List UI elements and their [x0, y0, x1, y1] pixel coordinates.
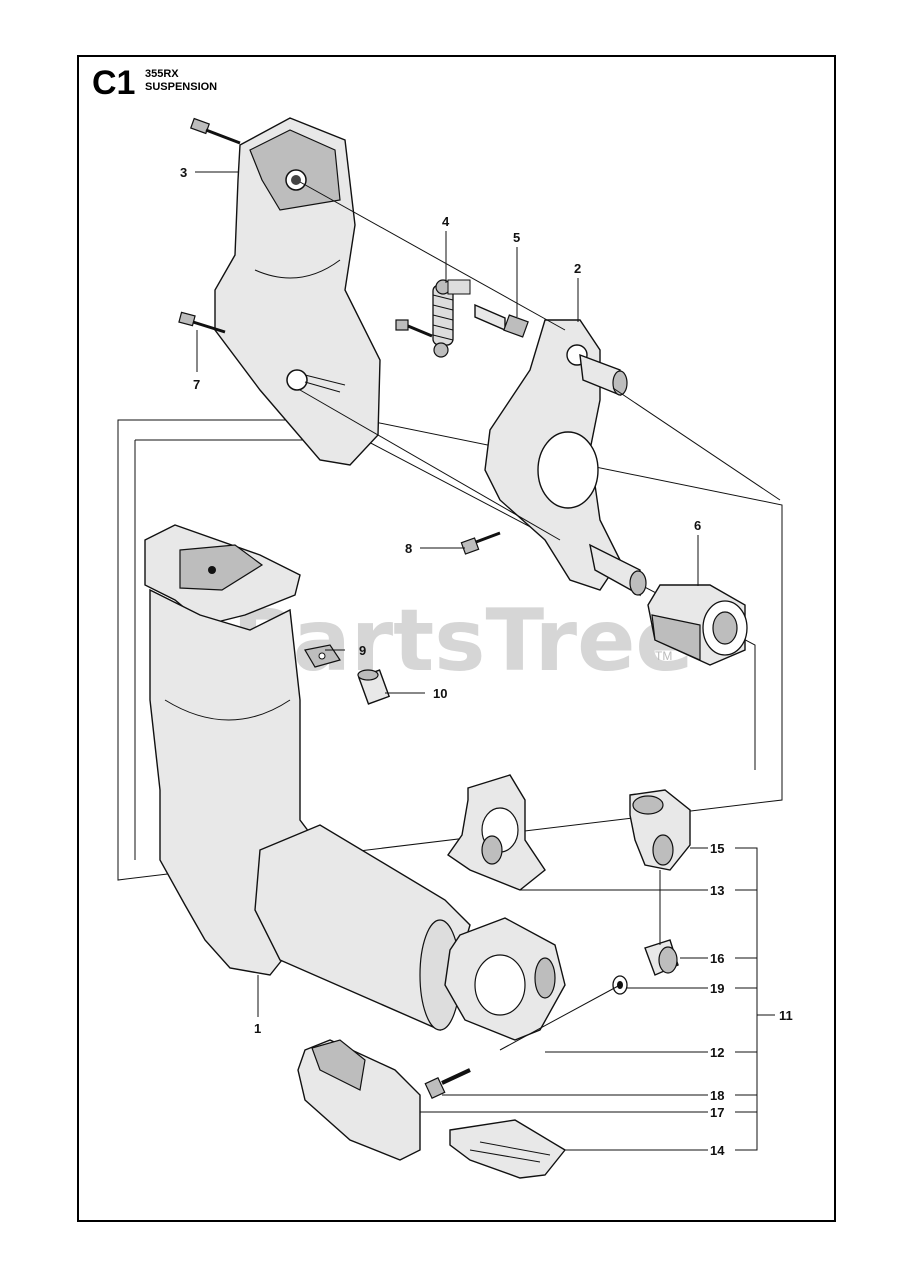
part-6-damper[interactable]: [647, 584, 748, 666]
callout-13: 13: [710, 883, 724, 898]
part-1-handle[interactable]: [144, 524, 471, 1031]
part-bolt-top[interactable]: [190, 117, 241, 145]
model-label: 355RX: [145, 68, 179, 80]
part-12-clamp[interactable]: [444, 917, 566, 1041]
watermark-text: PartsTree: [232, 591, 694, 691]
callout-8: 8: [405, 541, 412, 556]
callout-12: 12: [710, 1045, 724, 1060]
part-15-cap[interactable]: [629, 789, 691, 871]
callout-18: 18: [710, 1088, 724, 1103]
callout-4: 4: [442, 214, 450, 229]
diagram-frame: [77, 55, 836, 1222]
leader-lines: [195, 171, 781, 1151]
part-bolt-spring[interactable]: [395, 319, 433, 338]
part-3-cover[interactable]: [214, 117, 381, 466]
title-label: SUSPENSION: [145, 81, 218, 93]
callout-2: 2: [574, 261, 581, 276]
watermark-tm: TM: [655, 649, 672, 663]
part-10-spacer[interactable]: [357, 669, 391, 705]
callout-19: 19: [710, 981, 724, 996]
part-7-bolt[interactable]: [178, 311, 226, 334]
callout-1: 1: [254, 1021, 261, 1036]
part-5-sleeve[interactable]: [474, 303, 529, 338]
callout-7: 7: [193, 377, 200, 392]
part-13-clamp[interactable]: [447, 774, 546, 891]
callout-10: 10: [433, 686, 447, 701]
part-18-screw[interactable]: [424, 1068, 471, 1100]
callout-3: 3: [180, 165, 187, 180]
callout-6: 6: [694, 518, 701, 533]
diagram-title: 355RX SUSPENSION: [145, 68, 217, 94]
callout-17: 17: [710, 1105, 724, 1120]
part-16-pin[interactable]: [644, 939, 679, 976]
part-2-bracket[interactable]: [484, 319, 647, 597]
part-17-cover[interactable]: [297, 1039, 421, 1161]
callout-9: 9: [359, 643, 366, 658]
section-code: C1: [92, 64, 136, 102]
callout-11: 11: [779, 1008, 793, 1023]
callout-16: 16: [710, 951, 724, 966]
callout-5: 5: [513, 230, 520, 245]
callout-14: 14: [710, 1143, 725, 1158]
part-4-spring[interactable]: [432, 279, 471, 358]
part-8-bolt[interactable]: [460, 531, 501, 555]
part-14-latch[interactable]: [449, 1119, 567, 1179]
callout-15: 15: [710, 841, 724, 856]
